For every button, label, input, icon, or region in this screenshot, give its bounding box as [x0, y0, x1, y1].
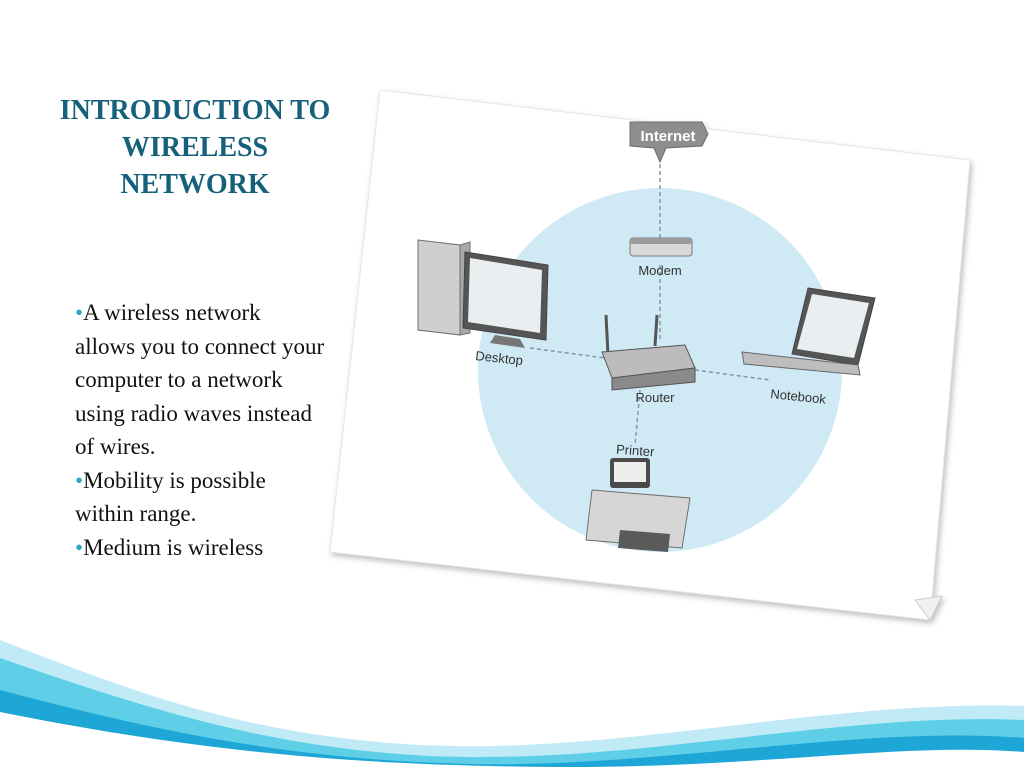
- modem-label: Modem: [638, 263, 681, 278]
- internet-label: Internet: [640, 128, 695, 145]
- notebook-label: Notebook: [770, 386, 827, 407]
- wave-mid: [0, 658, 1024, 768]
- network-diagram-card: Internet Modem Router Desktop: [329, 89, 971, 621]
- bullet-list: •A wireless network allows you to connec…: [75, 296, 325, 564]
- bullet-item: •Mobility is possible within range.: [75, 464, 325, 531]
- notebook-icon: [741, 287, 876, 376]
- link-router-notebook: [694, 369, 771, 381]
- desktop-label: Desktop: [475, 348, 524, 368]
- internet-icon: Internet: [629, 121, 709, 164]
- bullet-text: Medium is wireless: [83, 534, 264, 560]
- bullet-item: •A wireless network allows you to connec…: [75, 296, 325, 464]
- link-router-printer: [634, 389, 641, 446]
- title-line-3: NETWORK: [120, 169, 270, 200]
- wave-dark: [0, 690, 1024, 768]
- link-desktop-router: [529, 347, 621, 361]
- bullet-marker: •: [75, 300, 84, 325]
- paper-curl: [914, 595, 943, 621]
- bullet-text: Mobility is possible within range.: [75, 467, 266, 527]
- network-diagram: Internet Modem Router Desktop: [329, 89, 971, 621]
- modem-icon: [629, 237, 693, 257]
- bullet-marker: •: [75, 467, 84, 493]
- bullet-text: A wireless network allows you to connect…: [75, 300, 325, 459]
- desktop-icon: [417, 239, 549, 348]
- router-icon: [601, 314, 696, 391]
- bullet-item: •Medium is wireless: [75, 531, 325, 565]
- bullet-marker: •: [75, 534, 84, 560]
- title-line-1: INTRODUCTION TO: [59, 95, 331, 126]
- slide-title: INTRODUCTION TO WIRELESS NETWORK: [30, 92, 360, 203]
- printer-label: Printer: [616, 442, 656, 460]
- title-line-2: WIRELESS: [121, 132, 269, 163]
- wave-white: [0, 712, 1024, 768]
- connection-links: [529, 150, 771, 446]
- router-label: Router: [635, 390, 675, 405]
- printer-icon: [585, 458, 691, 552]
